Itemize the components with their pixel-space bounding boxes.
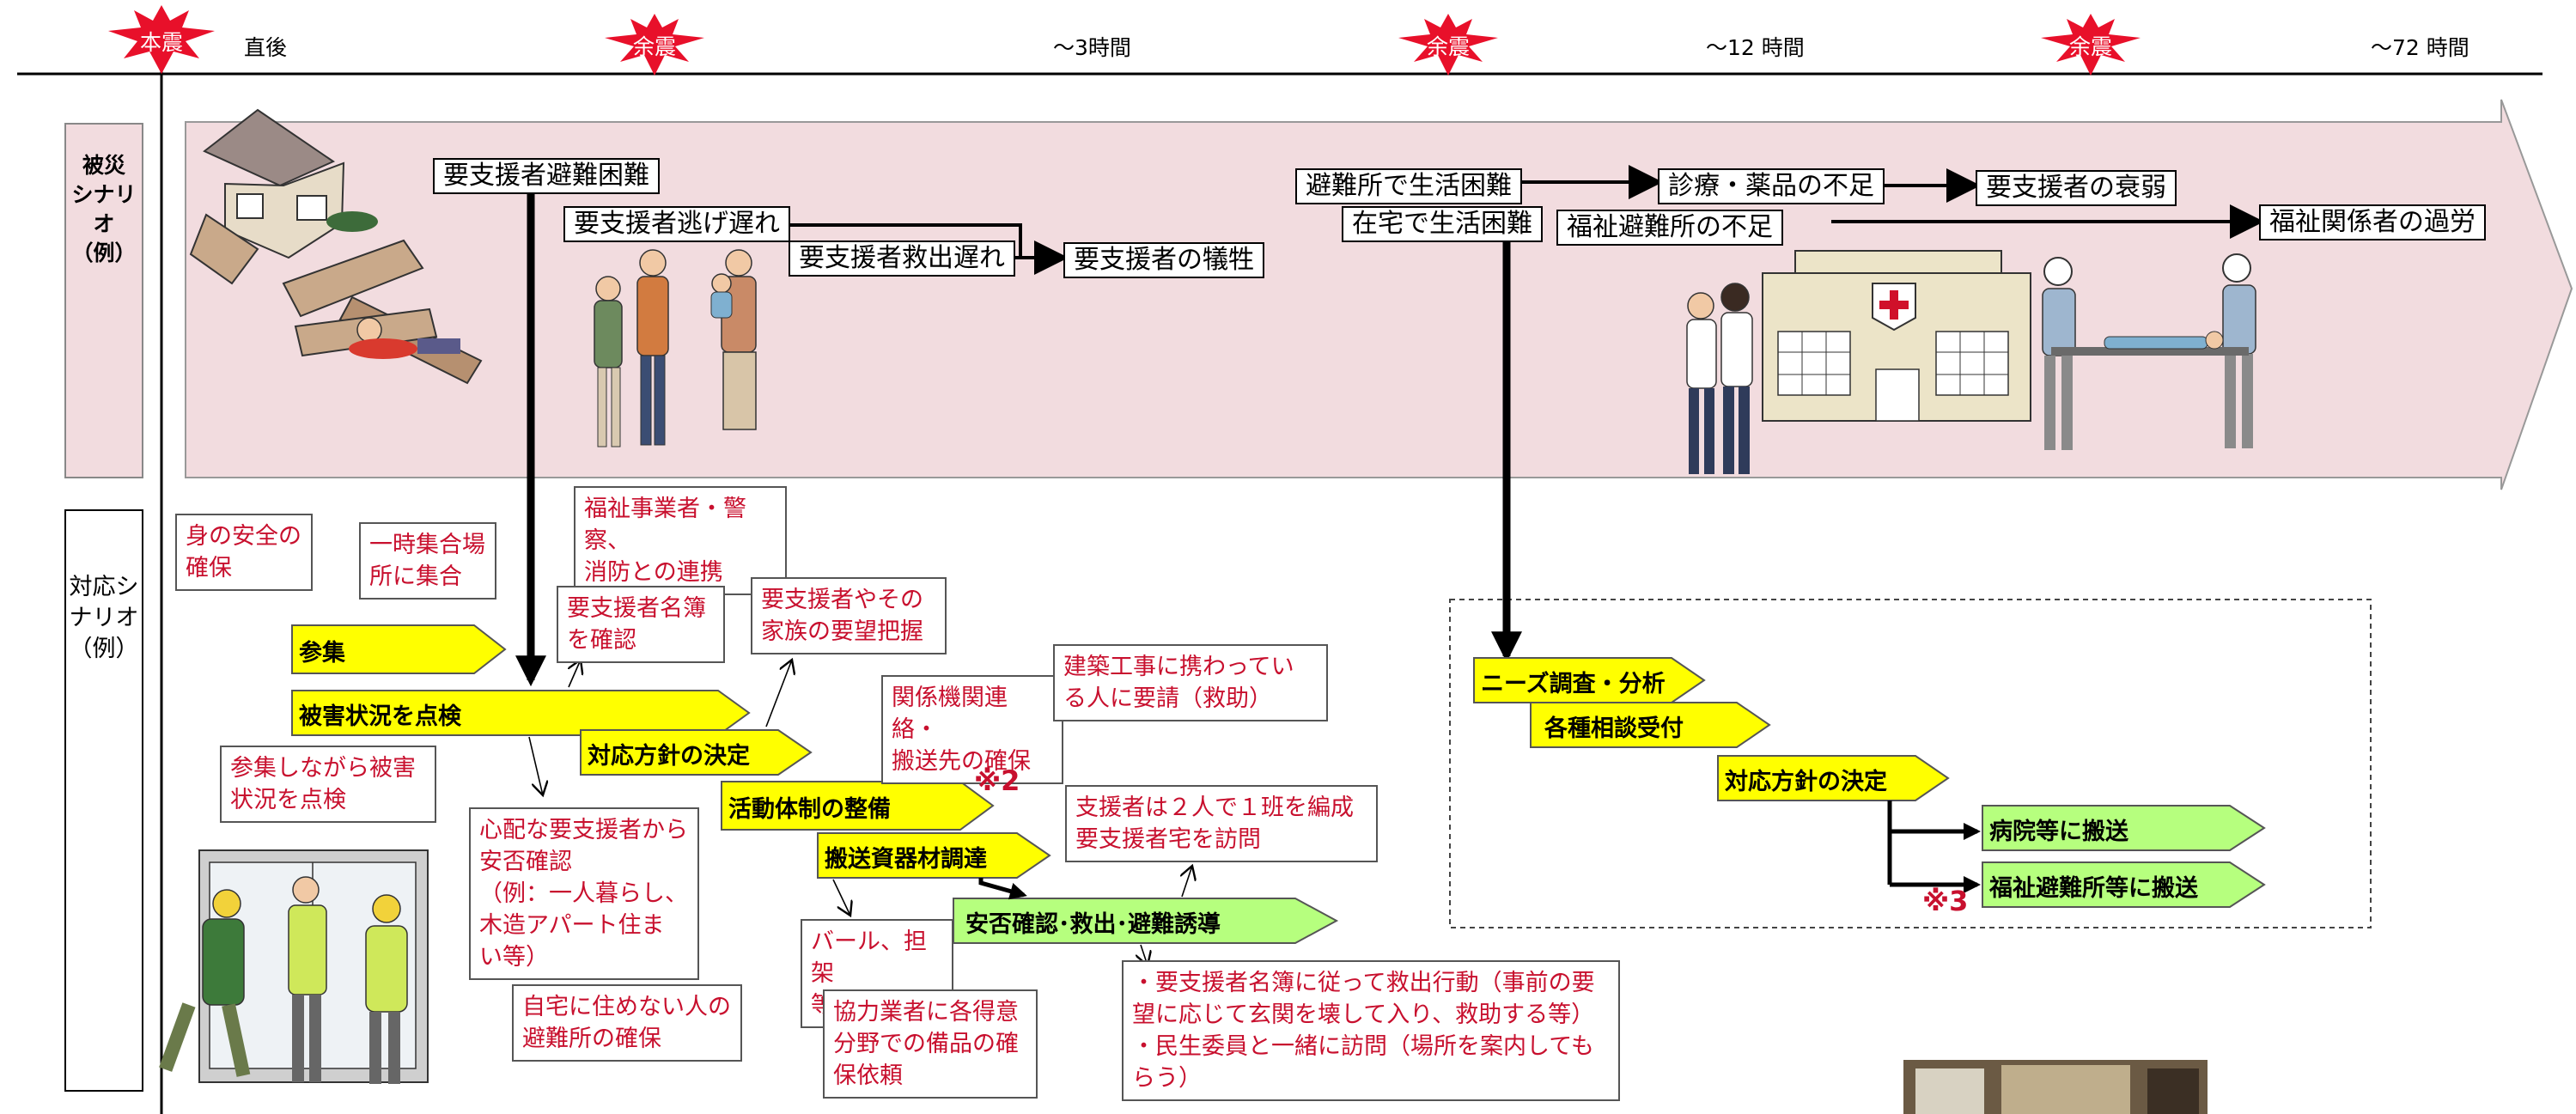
arrow-label-hospital: 病院等に搬送: [1989, 819, 2128, 845]
damage-victims: 要支援者の犠牲: [1063, 242, 1264, 278]
note-mark-2: ※2: [974, 764, 1020, 797]
time-label-immediate: 直後: [244, 35, 288, 60]
arrow-label-welfare-shelter: 福祉避難所等に搬送: [1989, 875, 2198, 902]
damage-home-hard: 在宅で生活困難: [1342, 206, 1543, 242]
note-needs-grasp: 要支援者やその 家族の要望把握: [751, 577, 947, 654]
arrow-label-sanshu: 参集: [299, 640, 345, 667]
note-construction: 建築工事に携わってい る人に要請（救助）: [1053, 644, 1328, 721]
arrow-shape-equip: [817, 832, 1051, 879]
stretcher-illustration: [2042, 253, 2256, 450]
quake-burst-main: [108, 5, 215, 74]
quake-burst-aftershock-1: [605, 14, 704, 76]
time-label-3h: ～3時間: [1053, 35, 1131, 60]
hospital-illustration: [1762, 250, 2031, 422]
damage-shelter-hard: 避難所で生活困難: [1295, 168, 1522, 204]
note-self-home: 自宅に住めない人の 避難所の確保: [512, 984, 742, 1062]
quake-label-main: 本震: [139, 30, 183, 55]
damage-rescue-late: 要支援者救出遅れ: [789, 240, 1015, 277]
quake-burst-aftershock-3: [2041, 14, 2141, 76]
damage-escape-late: 要支援者逃げ遅れ: [563, 206, 790, 242]
response-row-label-box: [64, 509, 143, 1092]
response-scenario-label: 対応シ ナリオ （例）: [69, 574, 139, 662]
thin-arrow-inspect-confirm: [528, 736, 543, 795]
arrow-shape-welfare-shelter: [1982, 861, 2266, 908]
arrow-shape-policy2: [1717, 755, 1950, 801]
quake-label-aftershock-2: 余震: [1426, 34, 1470, 59]
arrow-label-policy2: 対応方針の決定: [1725, 769, 1887, 795]
arrow-shape-needs: [1473, 657, 1706, 703]
note-safety: 身の安全の 確保: [175, 514, 313, 591]
collapsed-house-illustration: [189, 108, 483, 385]
arrow-label-rescue: 安否確認･救出･避難誘導: [965, 911, 1221, 938]
arrow-label-policy: 対応方針の決定: [588, 743, 750, 770]
time-label-72h: ～72 時間: [2371, 35, 2469, 60]
damage-welfare-lack: 福祉避難所の不足: [1556, 210, 1783, 246]
damage-scenario-label: 被災 シナリ オ （例）: [71, 153, 137, 265]
note-coop: 福祉事業者・警察、 消防との連携: [574, 486, 787, 595]
note-mark-3: ※3: [1922, 885, 1969, 917]
arrow-shape-sanshu: [291, 624, 507, 674]
arrow-shape-consult: [1530, 702, 1771, 748]
later-phase-region: [1449, 599, 2372, 928]
damage-overwork: 福祉関係者の過労: [2259, 204, 2486, 240]
thin-arrow-rescue-pair: [1182, 866, 1192, 898]
thin-arrow-equip-bar: [832, 879, 850, 916]
damage-weaken: 要支援者の衰弱: [1976, 170, 2177, 206]
evacuees-illustration: [594, 249, 757, 447]
thin-arrow-inspect-list: [569, 660, 581, 688]
gym-photo-thumbnail: [1903, 1060, 2208, 1114]
note-pair: 支援者は２人で１班を編成 要支援者宅を訪問: [1065, 785, 1378, 862]
note-safety-confirm: 心配な要支援者から 安否確認 （例：一人暮らし、 木造アパート住ま い等）: [469, 807, 699, 980]
quake-label-aftershock-1: 余震: [632, 34, 676, 59]
note-rescue-action: ・要支援者名簿に従って救出行動（事前の要 望に応じて玄関を壊して入り、救助する等…: [1122, 960, 1620, 1101]
note-check-while: 参集しながら被害 状況を点検: [220, 746, 436, 823]
arrow-shape-policy: [580, 729, 813, 776]
damage-row-label-box: [64, 123, 143, 478]
quake-label-aftershock-3: 余震: [2068, 34, 2112, 59]
arrow-label-system: 活動体制の整備: [728, 796, 891, 823]
damage-evac-difficult: 要支援者避難困難: [433, 158, 660, 194]
arrow-shape-inspect: [291, 690, 751, 736]
damage-medical-lack: 診療・薬品の不足: [1658, 168, 1885, 204]
note-gather: 一時集合場 所に集合: [359, 522, 496, 600]
arrow-label-equip: 搬送資器材調達: [825, 846, 987, 873]
helpers-illustration: [159, 849, 429, 1084]
note-agency: 関係機関連絡・ 搬送先の確保: [881, 675, 1063, 784]
arrow-shape-rescue: [953, 898, 1339, 944]
note-list-check: 要支援者名簿 を確認: [557, 586, 725, 663]
arrow-label-inspect: 被害状況を点検: [299, 703, 461, 730]
note-partner: 協力業者に各得意 分野での備品の確 保依頼: [823, 989, 1038, 1099]
quake-burst-aftershock-2: [1398, 14, 1498, 76]
elderly-walkers-illustration: [1686, 283, 1753, 474]
time-label-12h: ～12 時間: [1706, 35, 1805, 60]
arrow-label-needs: ニーズ調査・分析: [1481, 671, 1666, 697]
connector-equip-rescue: [978, 878, 1027, 900]
thin-arrow-policy-needs: [765, 660, 792, 727]
arrow-shape-hospital: [1982, 805, 2266, 851]
arrow-label-consult: 各種相談受付: [1544, 715, 1684, 742]
